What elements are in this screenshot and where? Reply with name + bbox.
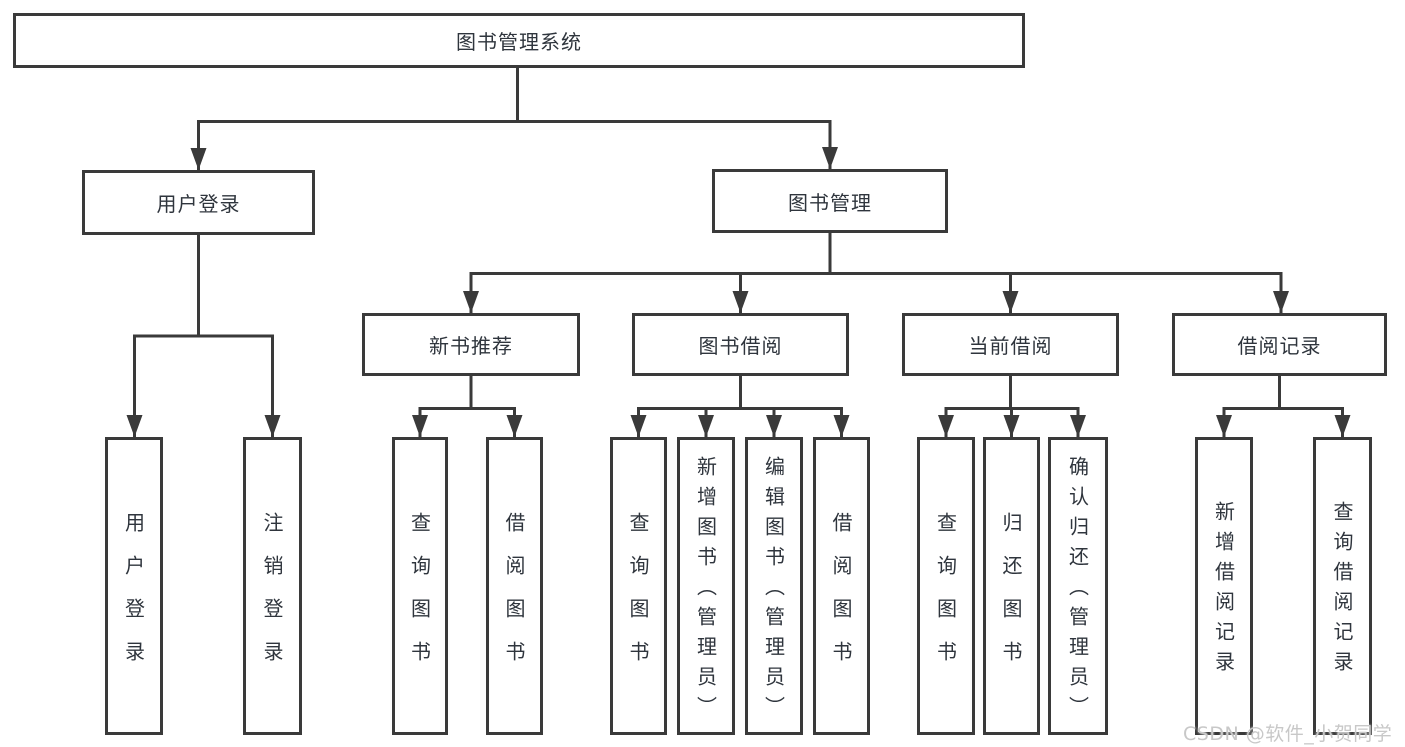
leaf-borrow-book-recommend: 借阅图书 <box>486 437 543 735</box>
leaf-query-borrow-record: 查询借阅记录 <box>1313 437 1372 735</box>
leaf-return-book-label: 归还图书 <box>999 511 1023 684</box>
node-user-login: 用户登录 <box>82 170 315 235</box>
csdn-watermark: CSDN @软件_小贺同学 <box>1183 723 1393 745</box>
connector-book-borrow-children <box>630 374 850 437</box>
leaf-confirm-return-admin-label: 确认归还（管理员） <box>1065 456 1090 726</box>
leaf-query-book-recommend-label: 查询图书 <box>407 511 432 684</box>
leaf-query-book-borrow-label: 查询图书 <box>626 511 650 684</box>
connector-user-login-children <box>126 233 281 437</box>
node-book-management-label: 图书管理 <box>788 190 872 215</box>
node-root-system-label: 图书管理系统 <box>456 30 582 54</box>
connector-book-management-children <box>463 231 1289 313</box>
node-current-borrow: 当前借阅 <box>902 313 1119 376</box>
leaf-borrow-book-label: 借阅图书 <box>829 511 853 684</box>
leaf-add-book-admin-label: 新增图书（管理员） <box>693 456 718 726</box>
connector-new-book-children <box>412 374 523 437</box>
leaf-edit-book-admin-label: 编辑图书（管理员） <box>761 456 786 726</box>
leaf-return-book: 归还图书 <box>983 437 1040 735</box>
leaf-add-borrow-record: 新增借阅记录 <box>1195 437 1253 735</box>
connector-current-borrow-children <box>938 374 1086 437</box>
leaf-borrow-book-recommend-label: 借阅图书 <box>502 511 526 684</box>
node-user-login-label: 用户登录 <box>156 192 241 216</box>
leaf-query-book-current: 查询图书 <box>917 437 975 735</box>
leaf-query-book-borrow: 查询图书 <box>610 437 667 735</box>
connector-borrow-records-children <box>1216 374 1351 437</box>
node-book-borrow-label: 图书借阅 <box>698 334 783 358</box>
node-borrow-records: 借阅记录 <box>1172 313 1387 376</box>
node-current-borrow-label: 当前借阅 <box>968 334 1053 358</box>
leaf-confirm-return-admin: 确认归还（管理员） <box>1048 437 1108 735</box>
leaf-edit-book-admin: 编辑图书（管理员） <box>745 437 803 735</box>
node-borrow-records-label: 借阅记录 <box>1237 334 1322 358</box>
node-new-book-recommend: 新书推荐 <box>362 313 580 376</box>
node-new-book-recommend-label: 新书推荐 <box>429 334 513 358</box>
leaf-add-borrow-record-label: 新增借阅记录 <box>1211 501 1236 681</box>
connector-root-to-level2 <box>190 66 838 170</box>
leaf-logout-login: 注销登录 <box>243 437 302 735</box>
node-book-borrow: 图书借阅 <box>632 313 849 376</box>
leaf-query-book-current-label: 查询图书 <box>933 511 958 684</box>
leaf-user-login: 用户登录 <box>105 437 163 735</box>
leaf-borrow-book: 借阅图书 <box>813 437 870 735</box>
node-book-management: 图书管理 <box>712 169 948 233</box>
leaf-query-borrow-record-label: 查询借阅记录 <box>1330 501 1354 681</box>
leaf-logout-login-label: 注销登录 <box>260 511 284 684</box>
leaf-add-book-admin: 新增图书（管理员） <box>677 437 735 735</box>
leaf-user-login-label: 用户登录 <box>121 511 146 684</box>
leaf-query-book-recommend: 查询图书 <box>392 437 448 735</box>
node-root-system: 图书管理系统 <box>13 13 1025 68</box>
